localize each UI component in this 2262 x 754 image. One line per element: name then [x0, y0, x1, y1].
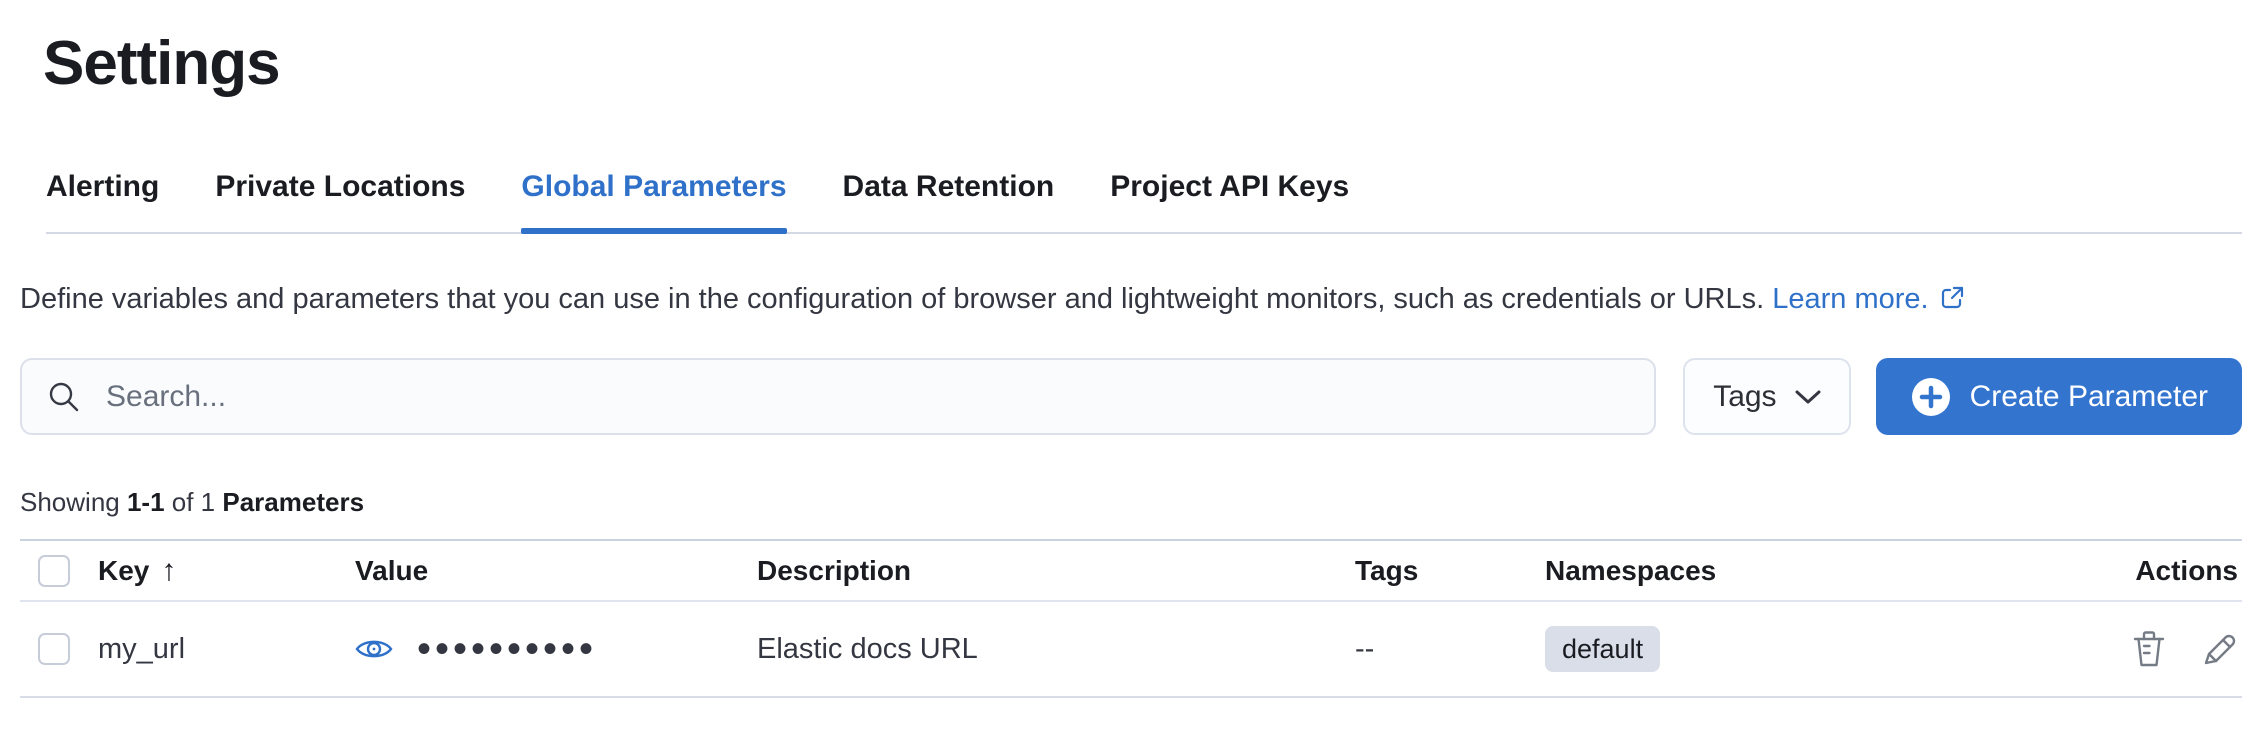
parameters-table: Key ↑ Value Description Tags Namespaces … [20, 539, 2242, 698]
header-value: Value [355, 554, 429, 586]
header-key[interactable]: Key ↑ [98, 553, 177, 587]
delete-parameter-button[interactable] [2132, 630, 2166, 668]
results-summary: Showing 1-1 of 1 Parameters [20, 485, 2242, 519]
header-actions: Actions [2135, 554, 2238, 586]
eye-icon [355, 640, 393, 658]
page-description: Define variables and parameters that you… [20, 276, 2242, 326]
row-actions [2072, 630, 2242, 668]
tags-filter-label: Tags [1713, 379, 1777, 413]
create-parameter-button[interactable]: Create Parameter [1875, 358, 2242, 435]
row-tags: -- [1355, 632, 1375, 665]
tab-data-retention[interactable]: Data Retention [842, 170, 1055, 203]
tags-filter-button[interactable]: Tags [1683, 358, 1851, 435]
tab-project-api-keys[interactable]: Project API Keys [1110, 170, 1350, 203]
page-header: Settings [0, 0, 2262, 102]
sort-ascending-icon: ↑ [161, 553, 177, 587]
row-description: Elastic docs URL [757, 632, 978, 665]
row-namespaces: default [1527, 626, 2072, 672]
tab-global-parameters[interactable]: Global Parameters [521, 168, 787, 234]
edit-parameter-button[interactable] [2202, 631, 2238, 667]
page-title: Settings [43, 29, 281, 98]
masked-value: •••••••••• [417, 627, 598, 671]
summary-range: 1-1 [126, 487, 165, 517]
summary-of: of 1 [164, 487, 223, 517]
summary-entity: Parameters [222, 487, 365, 517]
search-input[interactable] [104, 378, 1631, 415]
header-tags: Tags [1355, 554, 1419, 586]
row-key: my_url [98, 632, 186, 665]
header-namespaces: Namespaces [1545, 554, 1717, 586]
description-text: Define variables and parameters that you… [20, 283, 1773, 315]
reveal-value-button[interactable] [355, 636, 393, 662]
pencil-icon [2204, 634, 2236, 665]
external-link-icon [1939, 279, 1966, 326]
chevron-down-icon [1795, 390, 1821, 403]
tab-private-locations[interactable]: Private Locations [215, 170, 466, 203]
parameters-toolbar: Tags Create Parameter [20, 358, 2242, 435]
row-value: •••••••••• [337, 629, 739, 669]
header-description: Description [757, 554, 912, 586]
tab-alerting[interactable]: Alerting [46, 170, 160, 203]
learn-more-link[interactable]: Learn more. [1772, 283, 1929, 315]
settings-tabs: Alerting Private Locations Global Parame… [46, 168, 2242, 234]
row-checkbox[interactable] [38, 633, 70, 665]
table-header-row: Key ↑ Value Description Tags Namespaces … [20, 539, 2242, 602]
search-icon [49, 382, 79, 411]
summary-showing: Showing [20, 487, 127, 517]
namespace-badge: default [1545, 626, 1661, 672]
table-row: my_url •••••••••• Elastic docs URL -- de… [20, 602, 2242, 698]
select-all-checkbox[interactable] [38, 554, 70, 587]
search-box[interactable] [20, 358, 1657, 435]
trash-icon [2133, 631, 2165, 667]
plus-in-circle-icon [1911, 377, 1950, 416]
create-parameter-label: Create Parameter [1969, 379, 2208, 413]
